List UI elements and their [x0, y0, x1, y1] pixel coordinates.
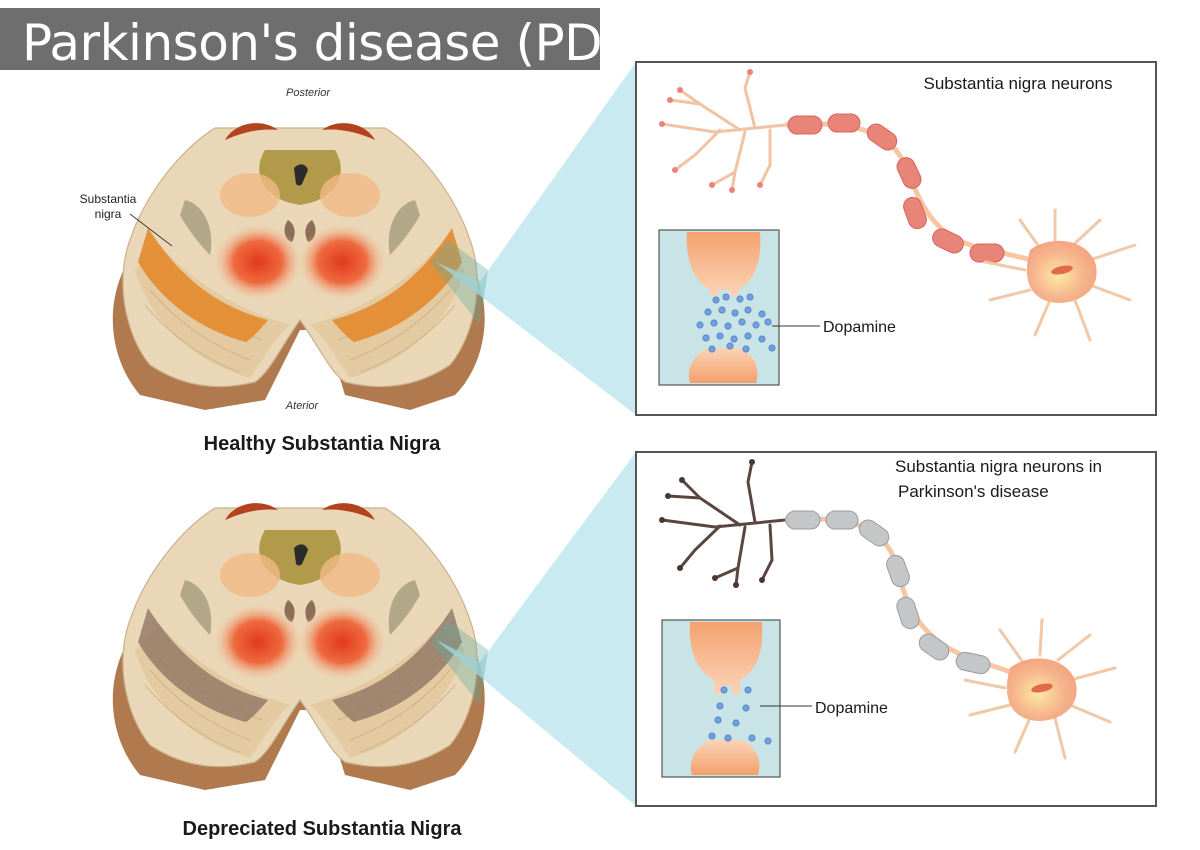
dopamine-vesicle — [752, 321, 760, 329]
dopamine-vesicle — [714, 716, 722, 724]
dopamine-vesicle — [712, 296, 720, 304]
healthy-neuron — [659, 69, 1137, 342]
depleted-panel-title-line2: Parkinson's disease — [898, 482, 1049, 501]
dopamine-vesicle — [746, 293, 754, 301]
dopamine-vesicle — [702, 334, 710, 342]
substantia-nigra-pointer — [129, 213, 173, 247]
dopamine-vesicle — [708, 732, 716, 740]
substantia-nigra-label-line1: Substantia — [80, 192, 137, 206]
dopamine-vesicle — [748, 734, 756, 742]
healthy-substantia-nigra-left — [138, 228, 268, 342]
healthy-synapse-inset — [658, 229, 820, 386]
healthy-caption: Healthy Substantia Nigra — [204, 433, 442, 455]
depleted-brainstem — [112, 502, 486, 791]
dopamine-vesicle — [726, 342, 734, 350]
dopamine-vesicle — [758, 335, 766, 343]
depleted-synapse-inset — [661, 619, 812, 778]
title-banner: Parkinson's disease (PD) — [0, 8, 622, 72]
dopamine-vesicle — [764, 318, 772, 326]
dopamine-vesicle — [738, 318, 746, 326]
depleted-zoom-source — [430, 620, 488, 705]
page-title: Parkinson's disease (PD) — [22, 14, 622, 72]
depleted-zoom-beam — [436, 452, 636, 806]
depleted-neuron — [659, 459, 1117, 760]
dopamine-vesicle — [744, 332, 752, 340]
dopamine-vesicle — [730, 335, 738, 343]
depleted-substantia-nigra-left — [138, 608, 268, 722]
dopamine-vesicle — [768, 344, 776, 352]
healthy-zoom-beam — [436, 62, 636, 415]
dopamine-vesicle — [736, 295, 744, 303]
dopamine-vesicle — [710, 319, 718, 327]
depleted-caption: Depreciated Substantia Nigra — [183, 818, 463, 840]
healthy-brainstem — [112, 122, 486, 411]
healthy-substantia-nigra-right — [332, 228, 462, 342]
healthy-panel-title: Substantia nigra neurons — [923, 74, 1112, 93]
anterior-label: Aterior — [285, 400, 320, 412]
depleted-substantia-nigra-right — [332, 608, 462, 722]
depleted-dopamine-label: Dopamine — [815, 700, 888, 717]
healthy-zoom-source — [430, 240, 488, 325]
dopamine-vesicle — [720, 686, 728, 694]
dopamine-vesicle — [742, 704, 750, 712]
dopamine-vesicle — [731, 309, 739, 317]
dopamine-vesicle — [718, 306, 726, 314]
dopamine-vesicle — [722, 293, 730, 301]
dopamine-vesicle — [708, 345, 716, 353]
dopamine-vesicle — [744, 686, 752, 694]
posterior-label: Posterior — [286, 87, 331, 99]
dopamine-vesicle — [716, 332, 724, 340]
dopamine-vesicle — [758, 310, 766, 318]
dopamine-vesicle — [742, 345, 750, 353]
dopamine-vesicle — [724, 322, 732, 330]
dopamine-vesicle — [724, 734, 732, 742]
dopamine-vesicle — [704, 308, 712, 316]
dopamine-vesicle — [732, 719, 740, 727]
depleted-panel-title-line1: Substantia nigra neurons in — [895, 457, 1102, 476]
healthy-dopamine-label: Dopamine — [823, 319, 896, 336]
dopamine-vesicle — [716, 702, 724, 710]
dopamine-vesicle — [696, 321, 704, 329]
dopamine-vesicle — [764, 737, 772, 745]
dopamine-vesicle — [744, 306, 752, 314]
substantia-nigra-label-line2: nigra — [95, 207, 122, 221]
